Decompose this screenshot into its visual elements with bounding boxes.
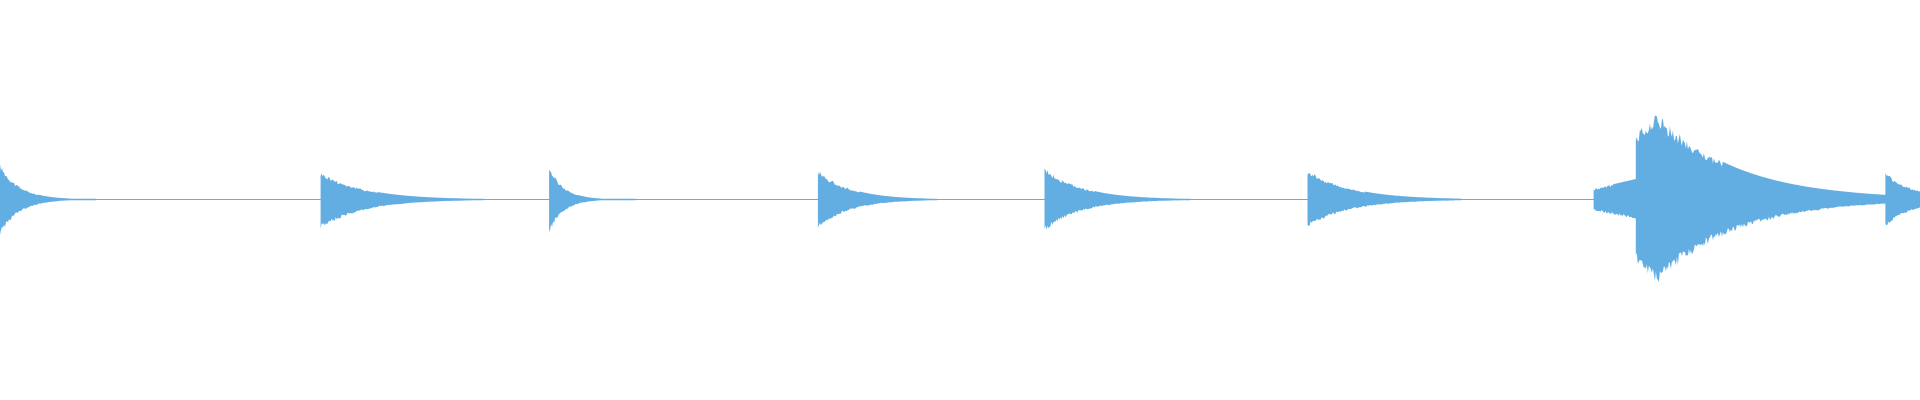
waveform-transient-2 <box>320 173 484 229</box>
waveform-hits <box>0 115 1920 283</box>
waveform-transient-5 <box>1044 168 1191 230</box>
waveform-transient-6 <box>1307 173 1462 226</box>
waveform-transient-3 <box>549 169 636 232</box>
waveform-transient-4 <box>817 171 937 228</box>
waveform-transient-1 <box>0 164 96 235</box>
waveform-transient-8 <box>1635 115 1895 283</box>
waveform-transient-9 <box>1885 172 1920 226</box>
